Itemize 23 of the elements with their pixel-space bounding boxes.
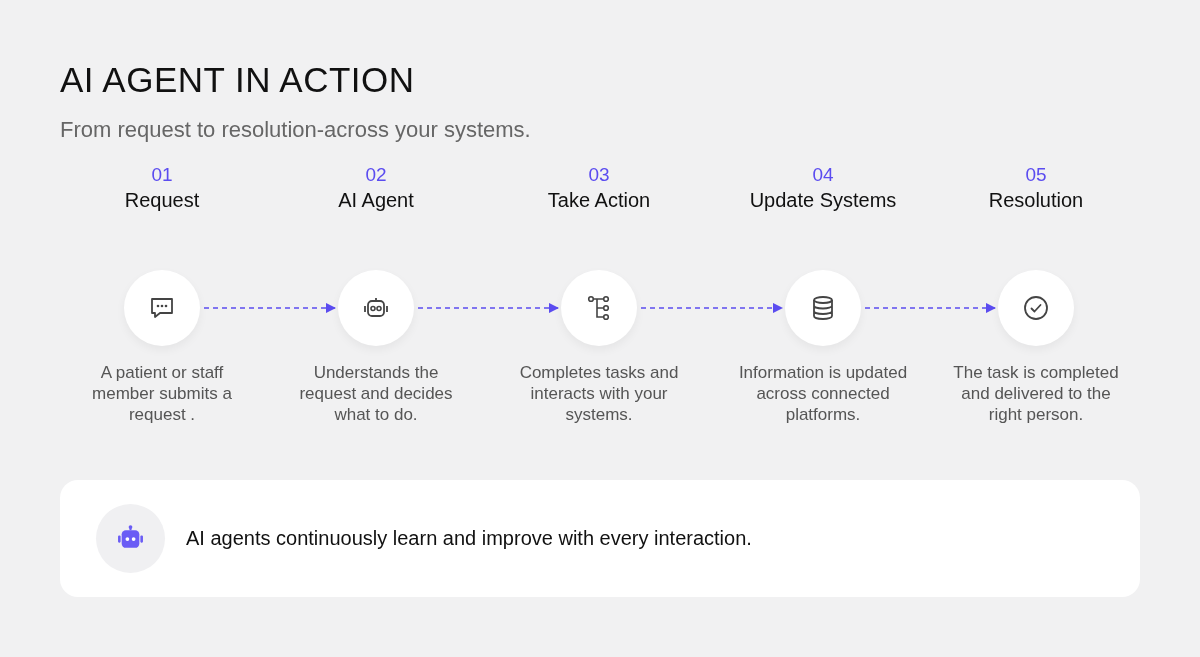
step-title: Request <box>123 189 201 212</box>
step-number: 02 <box>364 164 388 186</box>
dashed-arrow <box>864 302 997 314</box>
step-number: 04 <box>811 164 835 186</box>
dashed-arrow <box>640 302 784 314</box>
dashed-arrow <box>203 302 337 314</box>
step-title: AI Agent <box>337 189 415 212</box>
step-number: 01 <box>150 164 174 186</box>
step-title: Update Systems <box>748 189 898 212</box>
note-text: AI agents continuously learn and improve with every interaction. <box>186 527 752 550</box>
subtitle: From request to resolution-across your systems. <box>60 117 531 143</box>
step-title: Resolution <box>987 189 1085 212</box>
title: AI AGENT IN ACTION <box>60 60 415 100</box>
step-title: Take Action <box>546 189 652 212</box>
note-card <box>60 480 1140 597</box>
step-description: Information is updated across connected platforms. <box>737 362 909 425</box>
step-description: Completes tasks and interacts with your systems. <box>518 362 680 425</box>
step-number: 03 <box>587 164 611 186</box>
step-description: A patient or staff member submits a request . <box>91 362 233 425</box>
dashed-arrow <box>417 302 560 314</box>
step-number: 05 <box>1024 164 1048 186</box>
step-description: Understands the request and decides what to do. <box>298 362 454 425</box>
step-description: The task is completed and delivered to the right person. <box>952 362 1120 425</box>
